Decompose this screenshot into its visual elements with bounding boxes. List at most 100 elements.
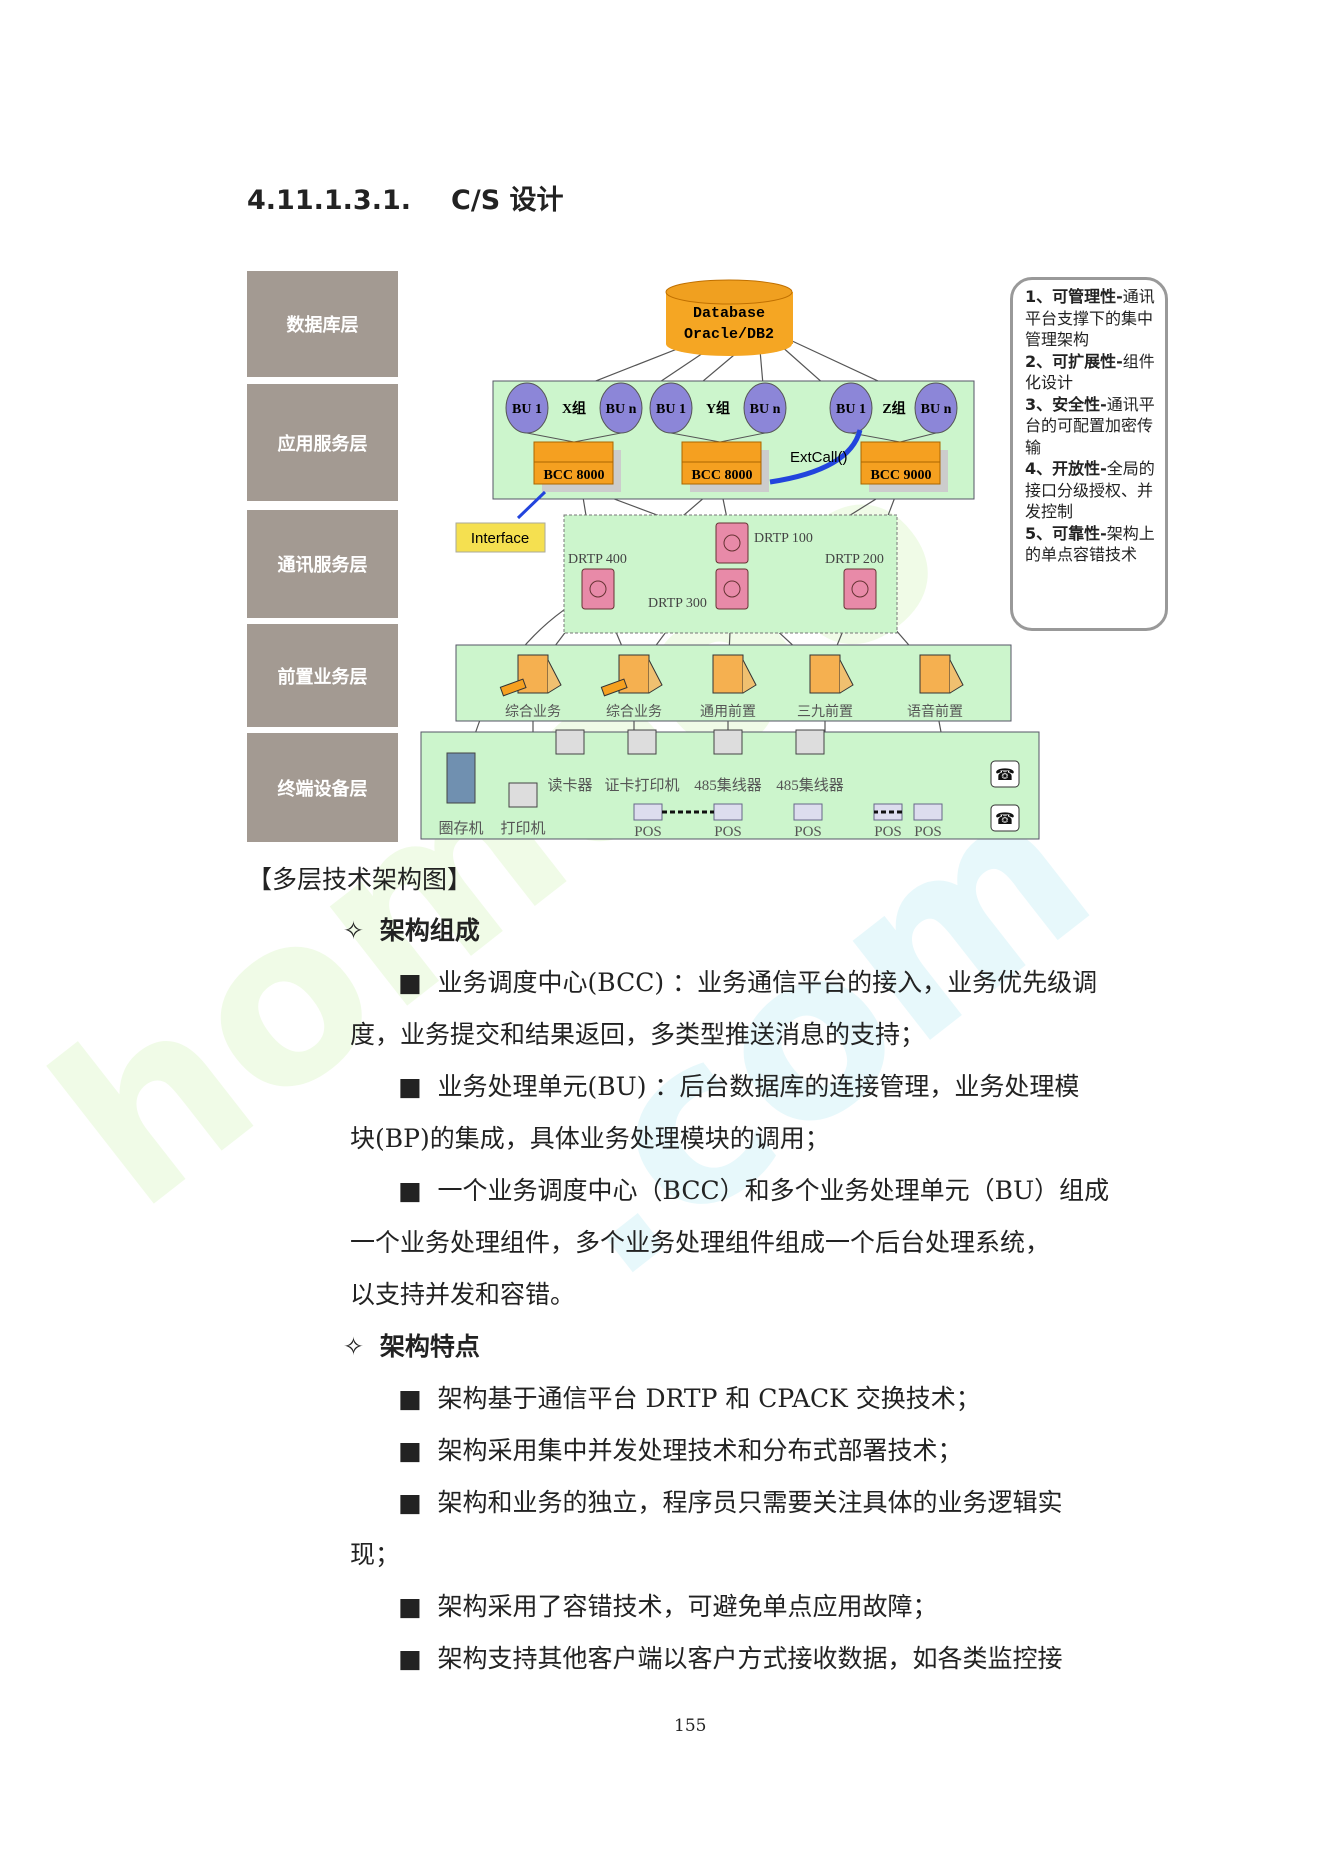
svg-text:BU n: BU n (606, 402, 637, 417)
svg-text:BCC 8000: BCC 8000 (543, 468, 604, 483)
bullet-item: ■ 架构采用集中并发处理技术和分布式部署技术； (398, 1436, 963, 1465)
svg-text:BCC 8000: BCC 8000 (691, 468, 752, 483)
bullet-item: ■ 业务处理单元(BU) ：后台数据库的连接管理，业务处理模 (398, 1072, 1080, 1101)
svg-text:485集线器: 485集线器 (776, 777, 844, 794)
bu-node: BU n (573, 382, 643, 443)
svg-text:DRTP 400: DRTP 400 (568, 552, 627, 567)
terminal-device-icon: 485集线器 (694, 729, 762, 794)
interface-box (455, 522, 546, 553)
pos-terminal-icon: POS (633, 803, 663, 840)
svg-text:DRTP 100: DRTP 100 (754, 531, 813, 546)
svg-text:POS: POS (794, 824, 822, 840)
front-server-icon: 语音前置 (907, 654, 964, 720)
svg-text:POS: POS (914, 824, 942, 840)
svg-text:POS: POS (634, 824, 662, 840)
bu-node: BU 1 (505, 382, 575, 443)
diamond-bullet-icon: ✧ (343, 1332, 364, 1361)
svg-text:读卡器: 读卡器 (547, 777, 592, 794)
svg-text:综合业务: 综合业务 (606, 704, 662, 720)
svg-text:POS: POS (714, 824, 742, 840)
figure-caption: 【多层技术架构图】 (247, 865, 473, 894)
square-bullet-icon: ■ (398, 1488, 422, 1517)
pos-terminal-icon: POS (713, 803, 743, 840)
bullet-item: ■ 架构采用了容错技术，可避免单点应用故障； (398, 1592, 938, 1621)
layer-label: 数据库层 (247, 271, 398, 377)
layer-label: 通讯服务层 (247, 510, 398, 618)
square-bullet-icon: ■ (398, 1176, 422, 1205)
bcc-node: BCC 9000 (860, 441, 948, 492)
svg-text:语音前置: 语音前置 (907, 703, 963, 720)
layer-label: 应用服务层 (247, 384, 398, 501)
legend-item: 1、可管理性-通讯平台支撑下的集中管理架构 (1025, 287, 1155, 349)
drtp-switch-icon: DRTP 100 (715, 522, 813, 564)
svg-text:证卡打印机: 证卡打印机 (604, 777, 679, 794)
svg-text:BCC 9000: BCC 9000 (870, 468, 931, 483)
svg-text:打印机: 打印机 (500, 820, 545, 837)
pos-terminal-icon: POS (873, 803, 903, 840)
square-bullet-icon: ■ (398, 1644, 422, 1673)
svg-text:BU n: BU n (750, 402, 781, 417)
front-server-icon: 通用前置 (700, 654, 757, 720)
square-bullet-icon: ■ (398, 968, 422, 997)
bullet-item-continuation: 以支持并发和容错。 (350, 1280, 576, 1309)
square-bullet-icon: ■ (398, 1436, 422, 1465)
pos-terminal-icon: POS (913, 803, 943, 840)
svg-text:DRTP 200: DRTP 200 (825, 552, 884, 567)
svg-text:通用前置: 通用前置 (700, 703, 756, 720)
svg-text:BU n: BU n (921, 402, 952, 417)
terminal-device-icon: 证卡打印机 (604, 729, 680, 794)
square-bullet-icon: ■ (398, 1592, 422, 1621)
drtp-switch-icon: DRTP 200 (825, 552, 884, 610)
bu-node: BU n (899, 382, 958, 443)
phone-icon: ☎ (990, 760, 1020, 788)
square-bullet-icon: ■ (398, 1384, 422, 1413)
section-title: ✧ 架构特点 (343, 1332, 480, 1361)
section-heading: 4.11.1.3.1.C/S 设计 (247, 185, 564, 216)
svg-text:圈存机: 圈存机 (438, 820, 483, 837)
page-number: 155 (674, 1716, 707, 1736)
drtp-switch-icon: DRTP 300 (648, 568, 749, 611)
bullet-item: ■ 架构基于通信平台 DRTP 和 CPACK 交换技术； (398, 1384, 981, 1413)
bullet-item-continuation: 现； (350, 1540, 401, 1569)
svg-text:BU 1: BU 1 (512, 402, 542, 417)
svg-text:☎: ☎ (995, 811, 1015, 828)
bullet-item-continuation: 块(BP)的集成，具体业务处理模块的调用； (350, 1124, 830, 1153)
bullet-item: ■ 架构支持其他客户端以客户方式接收数据，如各类监控接 (398, 1644, 1063, 1673)
extcall-arrow (769, 429, 863, 485)
bu-node: BU 1 (649, 382, 721, 443)
svg-text:Database: Database (693, 305, 765, 322)
front-server-icon: 三九前置 (797, 654, 854, 720)
layer-label: 终端设备层 (247, 733, 398, 842)
svg-text:三九前置: 三九前置 (797, 703, 853, 720)
legend-item: 2、可扩展性-组件化设计 (1025, 351, 1155, 393)
bullet-item-continuation: 一个业务处理组件，多个业务处理组件组成一个后台处理系统， (350, 1228, 1051, 1257)
bullet-item: ■ 业务调度中心(BCC) ：业务通信平台的接入，业务优先级调 (398, 968, 1098, 997)
bullet-item: ■ 架构和业务的独立，程序员只需要关注具体的业务逻辑实 (398, 1488, 1063, 1517)
section-title: ✧ 架构组成 (343, 916, 480, 945)
group-label: X组 (562, 400, 586, 417)
phone-icon: ☎ (990, 804, 1020, 832)
svg-text:☎: ☎ (995, 767, 1015, 784)
drtp-switch-icon: DRTP 400 (568, 552, 627, 610)
svg-text:POS: POS (874, 824, 902, 840)
bcc-node: BCC 8000 (533, 441, 621, 492)
terminal-device-icon: 圈存机 (438, 752, 484, 837)
svg-text:Oracle/DB2: Oracle/DB2 (684, 326, 774, 343)
bullet-item: ■ 一个业务调度中心（BCC）和多个业务处理单元（BU）组成 (398, 1176, 1110, 1205)
svg-text:BU 1: BU 1 (836, 402, 866, 417)
database-icon: Database Oracle/DB2 (665, 279, 793, 356)
svg-text:485集线器: 485集线器 (694, 777, 762, 794)
interface-label: Interface (471, 530, 529, 547)
bullet-item-continuation: 度，业务提交和结果返回，多类型推送消息的支持； (350, 1020, 926, 1049)
extcall-label: ExtCall() (790, 449, 848, 466)
group-label: Y组 (706, 400, 730, 417)
diamond-bullet-icon: ✧ (343, 916, 364, 945)
terminal-device-icon: 打印机 (500, 782, 546, 837)
svg-text:综合业务: 综合业务 (505, 704, 561, 720)
front-server-icon: 综合业务 (499, 654, 562, 720)
svg-text:DRTP 300: DRTP 300 (648, 596, 707, 611)
bu-node: BU n (719, 382, 787, 443)
legend-item: 4、开放性-全局的接口分级授权、并发控制 (1025, 459, 1155, 521)
interface-arrow (516, 490, 547, 520)
